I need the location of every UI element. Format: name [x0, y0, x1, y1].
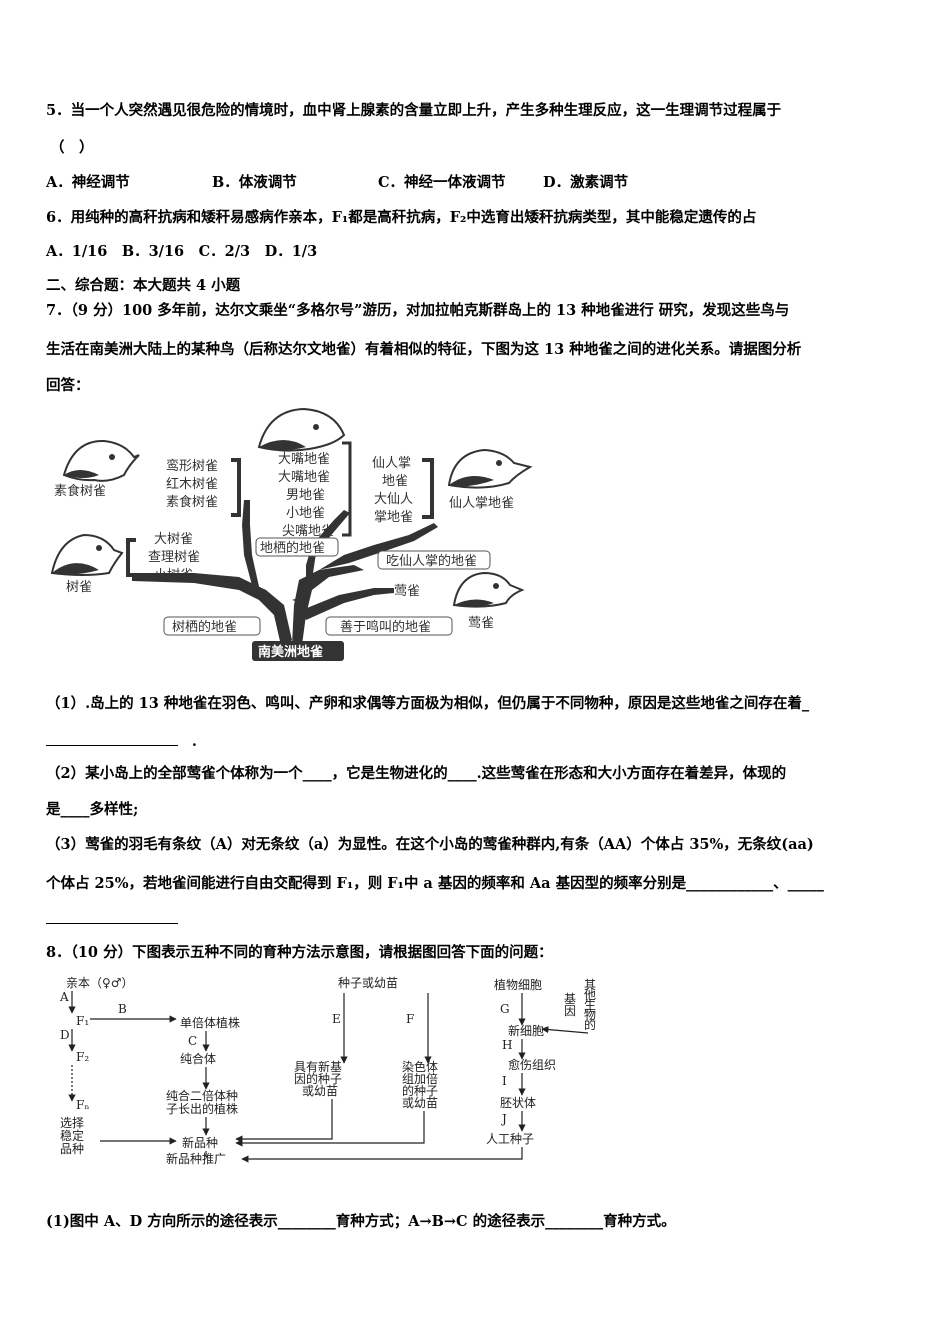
label-seed-tree-finch: 素食树雀 — [54, 483, 106, 499]
label-root: 南美洲地雀 — [258, 644, 323, 660]
label-B: B — [118, 1002, 127, 1016]
q7-sub2b: 是____多样性; — [46, 801, 139, 818]
warbler-finch-head — [452, 571, 525, 608]
label-tree-habit: 树栖的地雀 — [172, 619, 237, 635]
label-F2: F₂ — [76, 1050, 89, 1064]
q7-sub1: （1）.岛上的 13 种地雀在羽色、鸣叫、产卵和求偶等方面极为相似，但仍属于不同… — [46, 695, 810, 712]
q7-line3: 回答： — [46, 377, 90, 394]
label-F: F — [406, 1012, 414, 1026]
label-embryoid: 胚状体 — [500, 1096, 536, 1110]
q7-sub3-blank — [46, 910, 178, 930]
cactus-group-item: 掌地雀 — [374, 510, 413, 525]
label-callus: 愈伤组织 — [508, 1057, 556, 1072]
label-parent: 亲本（♀♂） — [66, 976, 134, 990]
label-warbler-finch: 莺雀 — [468, 616, 494, 631]
ground-group-item: 男地雀 — [286, 488, 325, 503]
label-haploid: 单倍体植株 — [180, 1015, 240, 1030]
cactus-group-item: 地雀 — [382, 474, 408, 489]
seed-tree-finch-head — [62, 439, 140, 482]
finch-evolution-diagram: 素食树雀 树雀 仙人掌地雀 莺雀 鸾形树雀 红木树雀 素食树雀 大树雀 查理树雀… — [44, 405, 534, 667]
label-new-variety: 新品种 — [182, 1135, 218, 1150]
label-G: G — [500, 1002, 510, 1016]
q7-sub3a: （3）莺雀的羽毛有条纹（A）对无条纹（a）为显性。在这个小岛的莺雀种群内,有条（… — [46, 836, 814, 853]
label-pure: 纯合体 — [180, 1051, 216, 1066]
label-other-gene: 他 — [584, 988, 596, 1002]
q7-sub1-blank: . — [46, 732, 197, 752]
breeding-methods-diagram: 亲本（♀♂） A F₁ B 单倍体植株 D F₂ Fₙ C 纯合体 纯合二倍体种… — [59, 976, 596, 1165]
label-Fn: Fₙ — [76, 1098, 90, 1112]
ground-finch-head — [257, 407, 346, 452]
label-select: 品种 — [60, 1142, 84, 1156]
label-new-gene: 或幼苗 — [302, 1084, 338, 1098]
label-other-gene: 生 — [584, 998, 596, 1012]
q8-sub1: (1)图中 A、D 方向所示的途径表示________育种方式；A→B→C 的途… — [46, 1213, 676, 1230]
ground-group-item: 大嘴地雀 — [278, 452, 330, 467]
tree-finch-head — [50, 533, 124, 576]
label-cactus-eating: 吃仙人掌的地雀 — [386, 553, 477, 569]
label-seed: 种子或幼苗 — [338, 976, 398, 990]
tree-group1-item: 红木树雀 — [166, 476, 218, 492]
label-ground-habit: 地栖的地雀 — [260, 540, 325, 556]
label-other-gene: 的 — [584, 1017, 596, 1032]
label-polyploid: 或幼苗 — [402, 1096, 438, 1110]
label-warbler-branch: 莺雀 — [394, 584, 420, 599]
label-cactus-finch: 仙人掌地雀 — [449, 496, 514, 511]
label-F1: F₁ — [76, 1014, 89, 1028]
label-polyploid: 的种子 — [402, 1083, 438, 1098]
section2-heading: 二、综合题：本大题共 4 小题 — [46, 277, 241, 294]
label-select: 稳定 — [60, 1128, 84, 1143]
label-singing: 善于鸣叫的地雀 — [340, 619, 431, 635]
ground-group-item: 尖嘴地雀 — [282, 524, 334, 539]
q7-line1: 7．（9 分）100 多年前，达尔文乘坐“多格尔号”游历，对加拉帕克斯群岛上的 … — [46, 302, 790, 319]
q6-options: A．1/16 B．3/16 C．2/3 D．1/3 — [46, 243, 318, 260]
q6-text: 6．用纯种的高秆抗病和矮秆易感病作亲本，F₁都是高秆抗病，F₂中选育出矮秆抗病类… — [46, 209, 757, 226]
cactus-group-item: 大仙人 — [374, 492, 413, 507]
cactus-group-item: 仙人掌 — [372, 456, 411, 471]
label-E: E — [332, 1012, 341, 1026]
label-A: A — [59, 990, 69, 1004]
label-polyploid: 组加倍 — [402, 1071, 438, 1086]
label-J: J — [500, 1112, 507, 1126]
q7-sub3b: 个体占 25%，若地雀间能进行自由交配得到 F₁，则 F₁中 a 基因的频率和 … — [46, 875, 824, 892]
tree-group2-item: 小树雀 — [154, 568, 193, 583]
q5-option-a: A．神经调节 — [46, 174, 130, 191]
label-gene: 因 — [564, 1004, 576, 1018]
label-new-gene: 具有新基 — [294, 1059, 342, 1074]
q5-option-c: C．神经一体液调节 — [378, 174, 506, 191]
q8-intro: 8．（10 分）下图表示五种不同的育种方法示意图，请根据图回答下面的问题： — [46, 944, 553, 961]
label-artificial-seed: 人工种子 — [486, 1132, 534, 1146]
cactus-finch-head — [447, 448, 533, 489]
label-pure-diploid: 纯合二倍体种 — [166, 1088, 238, 1103]
label-C: C — [188, 1034, 197, 1048]
label-new-gene: 因的种子 — [294, 1071, 342, 1086]
label-select: 选择 — [60, 1116, 84, 1130]
ground-group-item: 小地雀 — [286, 506, 325, 521]
label-other-gene: 物 — [584, 1008, 596, 1022]
label-H: H — [502, 1038, 512, 1052]
ground-group-item: 大嘴地雀 — [278, 470, 330, 485]
label-D: D — [60, 1028, 70, 1042]
label-I: I — [502, 1074, 507, 1088]
q7-line2: 生活在南美洲大陆上的某种鸟（后称达尔文地雀）有着相似的特征，下图为这 13 种地… — [46, 341, 802, 358]
q7-sub1-end: . — [191, 733, 197, 750]
q5-option-b: B．体液调节 — [212, 174, 297, 191]
tree-group1-item: 鸾形树雀 — [166, 458, 218, 474]
tree-group2-item: 大树雀 — [154, 532, 193, 547]
label-tree-finch: 树雀 — [66, 580, 92, 595]
label-gene: 基 — [564, 992, 576, 1006]
tree-group1-item: 素食树雀 — [166, 494, 218, 510]
q5-text: 5．当一个人突然遇见很危险的情境时，血中肾上腺素的含量立即上升，产生多种生理反应… — [46, 102, 782, 119]
label-plant-cell: 植物细胞 — [494, 977, 542, 992]
label-new-cell: 新细胞 — [508, 1023, 544, 1038]
q7-sub2a: （2）某小岛上的全部莺雀个体称为一个____，它是生物进化的____.这些莺雀在… — [46, 765, 787, 782]
q5-paren: （ ） — [50, 139, 94, 156]
q5-option-d: D．激素调节 — [543, 174, 629, 191]
label-promote: 新品种推广 — [166, 1151, 226, 1165]
label-pure-diploid: 子长出的植株 — [166, 1101, 238, 1116]
tree-group2-item: 查理树雀 — [148, 550, 200, 565]
label-other-gene: 其 — [584, 978, 596, 992]
